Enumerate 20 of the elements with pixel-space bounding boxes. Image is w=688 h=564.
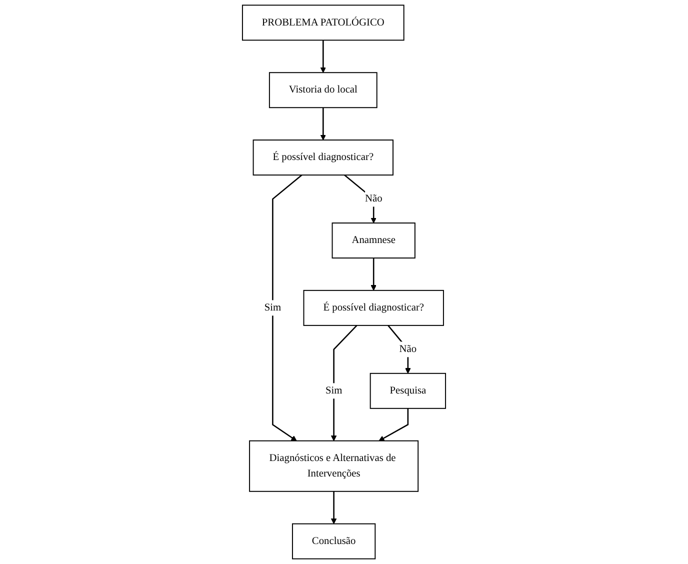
edge-label: Não — [399, 344, 417, 355]
edge-label: Sim — [264, 302, 282, 314]
arrow — [320, 40, 326, 73]
arrow — [320, 108, 326, 140]
edge-label: Sim — [325, 385, 342, 396]
arrow — [378, 408, 409, 442]
node-box: Anamnese — [332, 222, 416, 258]
arrow — [370, 258, 376, 291]
node-box: Vistoria do local — [268, 72, 378, 108]
node-box: Diagnósticos e Alternativas de Intervenções — [249, 440, 419, 492]
node-box: PROBLEMA PATOLÓGICO — [242, 4, 404, 41]
node-box: É possível diagnosticar? — [252, 140, 394, 176]
arrow — [330, 491, 337, 524]
node-box: Conclusão — [292, 523, 376, 560]
arrow — [272, 174, 302, 442]
edge-label: Não — [364, 193, 382, 204]
node-box: É possível diagnosticar? — [303, 290, 444, 326]
node-box: Pesquisa — [370, 372, 446, 409]
arrow — [330, 324, 358, 442]
arrow — [344, 174, 376, 224]
